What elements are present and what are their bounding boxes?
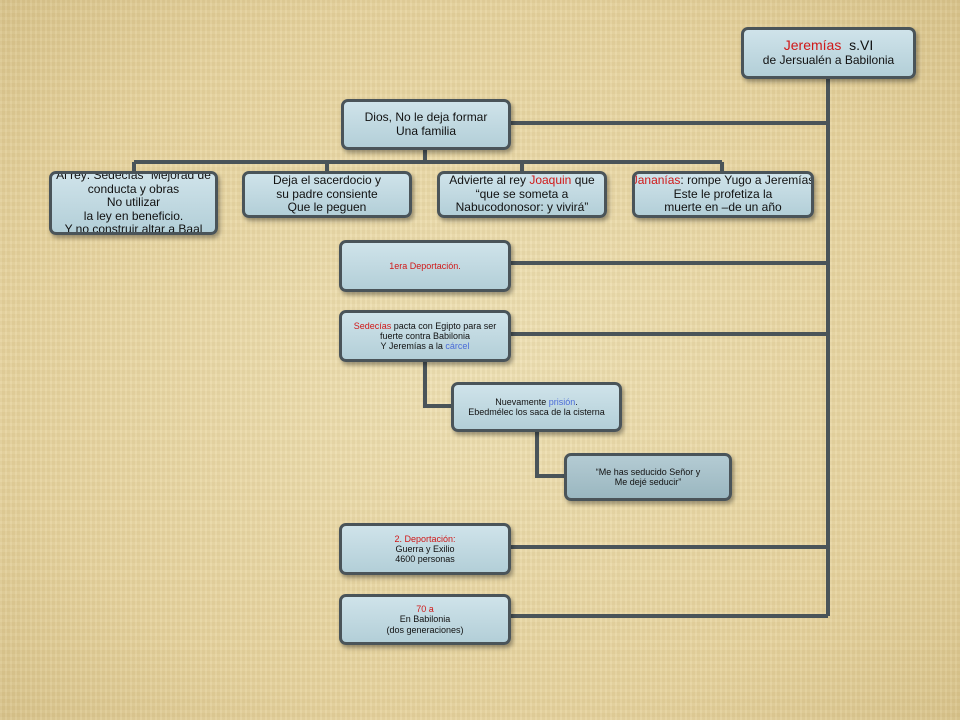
root-century: s.VI — [849, 37, 874, 54]
sedecias-advice-line1: Al rey: Sedecías “Mejorad de — [56, 171, 211, 183]
deportacion2-box: 2. Deportación: Guerra y Exilio 4600 per… — [339, 523, 511, 575]
deportacion2-title: 2. Deportación: — [394, 533, 456, 544]
sedecias-advice-line5: Y no construir altar a Baal — [64, 222, 203, 235]
sedecias-advice-box: Al rey: Sedecías “Mejorad de conducta y … — [49, 171, 218, 235]
joaquin-box: Advierte al rey Joaquin que “que se some… — [437, 171, 607, 218]
prision-line1: Nuevamente prisión. — [495, 397, 578, 407]
prision-box: Nuevamente prisión. Ebedmélec los saca d… — [451, 382, 622, 432]
pacto-line3-prefix: Y Jeremías a la — [380, 341, 446, 352]
root-box: Jeremías s.VI de Jersualén a Babilonia — [741, 27, 916, 79]
deportacion2-line3: 4600 personas — [395, 554, 455, 565]
joaquin-line3: Nabucodonosor: y vivirá” — [455, 200, 589, 215]
root-name: Jeremías — [783, 37, 842, 54]
jananias-line1: Jananías: rompe Yugo a Jeremías — [632, 173, 814, 188]
joaquin-name: Joaquin — [529, 173, 572, 188]
pacto-rest: pacta con Egipto para ser — [391, 320, 497, 331]
pacto-name: Sedecías — [353, 320, 392, 331]
jananias-line3: muerte en –de un año — [664, 200, 782, 215]
sedecias-advice-line3: No utilizar — [106, 195, 161, 210]
deportacion1-label: 1era Deportación. — [389, 260, 461, 271]
sacerdocio-line2: su padre consiente — [276, 186, 378, 201]
sedecias-advice-line2: conducta y obras — [87, 181, 180, 196]
pacto-line3: Y Jeremías a la cárcel — [381, 341, 470, 351]
sacerdocio-line3: Que le peguen — [287, 200, 367, 215]
deportacion2-line2: Guerra y Exilio — [395, 543, 455, 554]
seducido-line1: “Me has seducido Señor y — [595, 466, 701, 477]
familia-line2: Una familia — [395, 123, 457, 138]
jananias-box: Jananías: rompe Yugo a Jeremías Este le … — [632, 171, 814, 218]
sacerdocio-box: Deja el sacerdocio y su padre consiente … — [242, 171, 412, 218]
babilonia-line3: (dos generaciones) — [386, 624, 464, 635]
familia-line1: Dios, No le deja formar — [364, 110, 488, 125]
seducido-line2: Me dejé seducir” — [614, 477, 682, 487]
root-title: Jeremías s.VI — [784, 38, 873, 54]
seducido-box: “Me has seducido Señor y Me dejé seducir… — [564, 453, 732, 501]
jananias-rest: : rompe Yugo a Jeremías — [680, 173, 814, 188]
babilonia-title: 70 a — [416, 604, 434, 615]
familia-box: Dios, No le deja formar Una familia — [341, 99, 511, 150]
sedecias-advice-line4: la ley en beneficio. — [83, 208, 184, 223]
joaquin-line2: “que se someta a — [475, 186, 569, 201]
prision-line2: Ebedmélec los saca de la cisterna — [468, 407, 605, 417]
deportacion1-box: 1era Deportación. — [339, 240, 511, 292]
pacto-box: Sedecías pacta con Egipto para ser fuert… — [339, 310, 511, 362]
joaquin-line1: Advierte al rey Joaquin que — [449, 174, 594, 187]
babilonia-line2: En Babilonia — [399, 614, 451, 625]
pacto-line3-word: cárcel — [445, 341, 470, 352]
prision-word: prisión — [548, 396, 576, 407]
prision-prefix: Nuevamente — [495, 396, 549, 407]
prision-suffix: . — [575, 396, 578, 407]
jananias-line2: Este le profetiza la — [673, 186, 773, 201]
joaquin-suffix: que — [571, 173, 595, 188]
branch-seducido — [535, 430, 566, 478]
branch-prision — [423, 360, 453, 408]
jananias-name: Jananías — [632, 173, 681, 188]
root-subtitle: de Jersualén a Babilonia — [762, 53, 895, 68]
babilonia-box: 70 a En Babilonia (dos generaciones) — [339, 594, 511, 645]
pacto-line1: Sedecías pacta con Egipto para ser — [354, 321, 497, 331]
joaquin-prefix: Advierte al rey — [449, 173, 530, 188]
branch-familia-children — [132, 148, 724, 172]
sacerdocio-line1: Deja el sacerdocio y — [272, 173, 382, 188]
pacto-line2: fuerte contra Babilonia — [379, 330, 471, 341]
